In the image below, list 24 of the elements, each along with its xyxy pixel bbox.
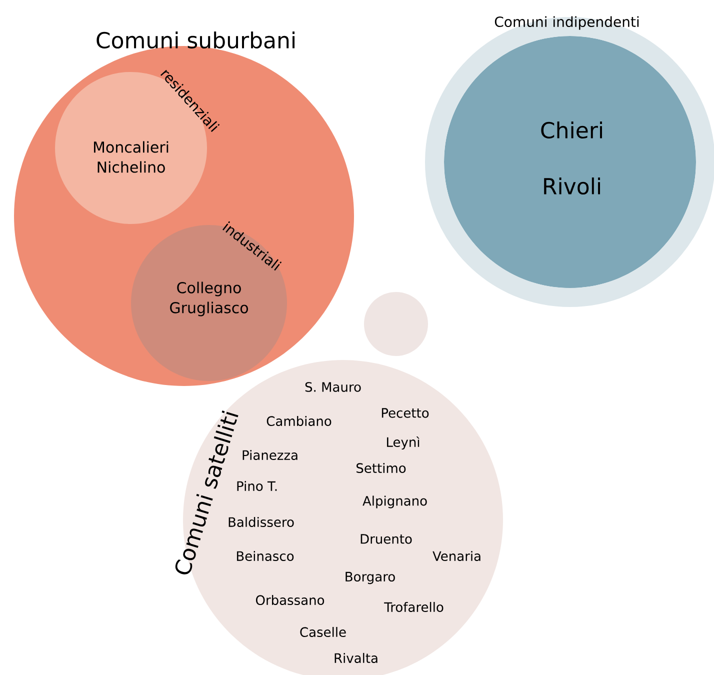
place-name: Druento [360, 534, 412, 544]
place-name: Trofarello [384, 602, 444, 612]
arc-heading: Comuni suburbani [96, 31, 294, 48]
place-name: Borgaro [346, 572, 395, 584]
arc-heading: Comuni indipendenti [494, 16, 639, 30]
place-name: Settimo [356, 462, 406, 474]
place-names: Collegno Grugliasco [170, 282, 248, 316]
place-name: Pecetto [382, 408, 429, 418]
place-name: Baldissero [228, 516, 294, 528]
place-name: Orbassano [256, 594, 324, 606]
place-name: Caselle [300, 626, 346, 638]
place-name: Rivoli [544, 177, 600, 194]
place-names: Moncalieri Nichelino [94, 141, 168, 173]
place-name: S. Mauro [305, 382, 361, 392]
place-name: Beinasco [236, 550, 294, 562]
place-name: Cambiano [266, 416, 332, 426]
place-name: Rivalta [334, 652, 378, 664]
place-name: Alpignano [362, 496, 427, 508]
place-name: Leynì [387, 436, 420, 450]
place-name: Pino T. [237, 480, 277, 492]
circle [364, 292, 428, 356]
place-name: Pianezza [242, 450, 298, 460]
place-name: Chieri [541, 121, 602, 138]
place-name: Venaria [432, 550, 480, 562]
